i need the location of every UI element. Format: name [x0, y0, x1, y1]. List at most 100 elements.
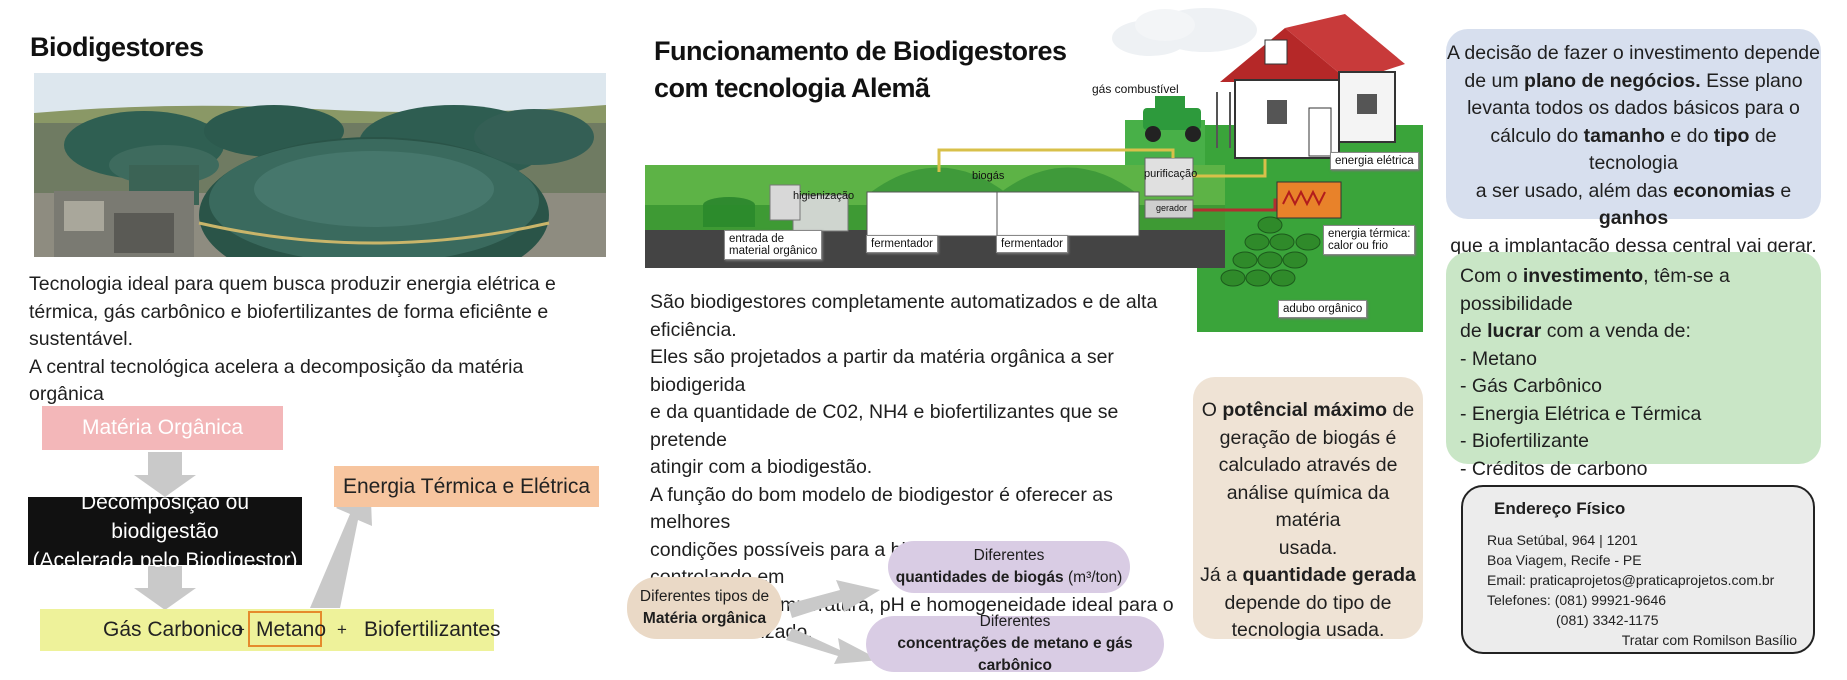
list-item: - Energia Elétrica e Térmica: [1460, 402, 1702, 425]
plano-line: que a implantação dessa central vai gera…: [1450, 234, 1817, 257]
text-span: O: [1201, 399, 1223, 421]
box-products: Gás Carbonico + Metano + Biofertilizante…: [40, 609, 501, 651]
text-span: Com o: [1460, 265, 1523, 287]
left-description-line: sustentável.: [29, 328, 134, 350]
pill-quantidades-biogas: Diferentes quantidades de biogás (m³/ton…: [888, 541, 1130, 593]
text-span: Esse plano: [1700, 69, 1803, 92]
label-gas-combustivel: gás combustível: [1092, 82, 1179, 96]
address-city: Boa Viagem, Recife - PE: [1487, 552, 1642, 568]
label-entrada-line: material orgânico: [729, 245, 818, 257]
plano-line: levanta todos os dados básicos para o: [1467, 97, 1800, 119]
pill-metano-line-1: Diferentes: [979, 613, 1051, 630]
address-phone-1: Telefones: (081) 99921-9646: [1487, 592, 1667, 608]
list-item: - Biofertilizante: [1460, 430, 1589, 452]
left-description-line: térmica, gás carbônico e biofertilizante…: [29, 300, 549, 323]
box-materia-organica: Matéria Orgânica: [42, 406, 283, 450]
decomposicao-line-2: (Acelerada pelo Biodigestor): [32, 548, 298, 572]
body-line: atingir com a biodigestão.: [650, 456, 873, 478]
address-phone-2: (081) 3342-1175: [1556, 612, 1659, 628]
left-description-line: Tecnologia ideal para quem busca produzi…: [29, 273, 556, 295]
label-fermentador-2: fermentador: [996, 235, 1069, 253]
pill-tipos-line-1: Diferentes tipos de: [639, 588, 770, 605]
text-span: cálculo do: [1490, 124, 1584, 147]
label-higienizacao: higienização: [793, 190, 855, 202]
investimento-line: Com o investimento, têm-se a possibilida…: [1460, 263, 1821, 318]
plus-sign: +: [235, 620, 245, 639]
title-line-2: com tecnologia Alemã: [654, 73, 930, 103]
body-line: A função do bom modelo de biodigestor é …: [650, 483, 1113, 534]
address-street: Rua Setúbal, 964 | 1201: [1487, 532, 1638, 548]
pill-tipos-line-2: Matéria orgânica: [642, 610, 767, 627]
potencial-text: O potêncial máximo de geração de biogás …: [1193, 377, 1423, 645]
plus-sign: +: [337, 620, 347, 639]
investimento-text: Com o investimento, têm-se a possibilida…: [1446, 252, 1821, 483]
text-span: e: [1774, 179, 1792, 202]
box-investimento: Com o investimento, têm-se a possibilida…: [1446, 252, 1821, 480]
pill-concentracoes: Diferentes concentrações de metano e gás…: [866, 613, 1164, 674]
address-title: Endereço Físico: [1494, 499, 1626, 518]
label-entrada-material: entrada de material orgânico: [724, 230, 823, 260]
body-line: eficiência.: [650, 318, 737, 341]
plano-line: de um plano de negócios. Esse plano: [1446, 68, 1821, 96]
box-energia: Energia Térmica e Elétrica: [334, 466, 599, 507]
metano-highlight: [248, 611, 322, 647]
label-gerador: gerador: [1156, 203, 1188, 213]
text-bold: investimento: [1522, 265, 1644, 287]
box-plano-negocios: A decisão de fazer o investimento depend…: [1446, 29, 1821, 257]
address-email: Email: praticaprojetos@praticaprojetos.c…: [1487, 572, 1775, 588]
flow-arrows: [134, 452, 372, 610]
address-contact: Tratar com Romilson Basílio: [1621, 632, 1797, 648]
text-bold: tamanho: [1583, 124, 1665, 147]
label-fermentador-1: fermentador: [866, 235, 939, 253]
product-gas-carbonico: Gás Carbonico: [103, 618, 244, 641]
potencial-line: geração de biogás é: [1219, 426, 1397, 449]
arrow-down-1: [134, 452, 196, 497]
pill-tipos-materia: Diferentes tipos de Matéria orgânica: [627, 577, 782, 639]
text-span: e do: [1664, 124, 1714, 147]
box-decomposicao: Decomposição ou biodigestão (Acelerada p…: [28, 491, 302, 572]
text-span: de um: [1464, 69, 1525, 92]
section-title-biodigestores: Biodigestores: [30, 32, 204, 62]
left-description-line: A central tecnológica acelera a decompos…: [29, 355, 524, 406]
text-span: a ser usado, além das: [1475, 179, 1674, 202]
list-item: - Metano: [1460, 347, 1537, 370]
text-span: de: [1387, 399, 1415, 421]
plano-line: a ser usado, além das economias e ganhos: [1446, 178, 1821, 233]
box-endereco: Endereço Físico Rua Setúbal, 964 | 1201 …: [1461, 485, 1815, 654]
text-bold: lucrar: [1487, 320, 1542, 342]
list-item: - Créditos de carbono: [1460, 457, 1648, 480]
potencial-line: análise química da matéria: [1226, 481, 1390, 532]
plano-line: A decisão de fazer o investimento depend…: [1447, 42, 1820, 64]
text-span: , têm-se a possibilidade: [1460, 265, 1730, 315]
text-span: com a venda de:: [1541, 320, 1691, 342]
product-biofertilizantes: Biofertilizantes: [364, 618, 501, 641]
title-line-1: Funcionamento de Biodigestores: [654, 36, 1067, 66]
potencial-line: Já a quantidade gerada: [1193, 562, 1423, 590]
label-energia-termica: energia térmica: calor ou frio: [1323, 225, 1416, 255]
body-line: Eles são projetados a partir da matéria …: [650, 346, 1114, 396]
text-bold: tipo: [1713, 124, 1750, 147]
text-bold: ganhos: [1598, 207, 1669, 229]
text-span: Já a: [1200, 564, 1243, 586]
pill-biogas-line-1: Diferentes: [973, 547, 1045, 564]
pill-metano-line-2: concentrações de metano e gás carbônico: [897, 635, 1133, 674]
label-adubo-organico: adubo orgânico: [1278, 300, 1368, 318]
arrow-right-up: [788, 580, 880, 618]
label-purificacao: purificação: [1144, 168, 1198, 180]
text-span: de tecnologia: [1589, 124, 1777, 175]
text-span: de: [1460, 320, 1488, 342]
plano-text: A decisão de fazer o investimento depend…: [1446, 29, 1821, 260]
decomposicao-line-1: Decomposição ou biodigestão: [80, 490, 250, 543]
label-entrada-line: entrada de: [729, 233, 784, 245]
label-energia-eletrica: energia elétrica: [1330, 152, 1419, 170]
label-energia-termica-line: energia térmica:: [1328, 228, 1411, 240]
left-description: Tecnologia ideal para quem busca produzi…: [29, 271, 599, 409]
text-bold: plano de negócios.: [1524, 69, 1701, 92]
arrow-up-diagonal: [310, 476, 372, 608]
arrow-down-2: [134, 566, 196, 610]
investimento-line: de lucrar com a venda de:: [1460, 318, 1821, 346]
text-bold: quantidade gerada: [1242, 564, 1416, 586]
label-energia-termica-line: calor ou frio: [1328, 240, 1389, 252]
plano-line: cálculo do tamanho e do tipo de tecnolog…: [1446, 123, 1821, 178]
section-title-funcionamento: Funcionamento de Biodigestores com tecno…: [654, 33, 1067, 107]
